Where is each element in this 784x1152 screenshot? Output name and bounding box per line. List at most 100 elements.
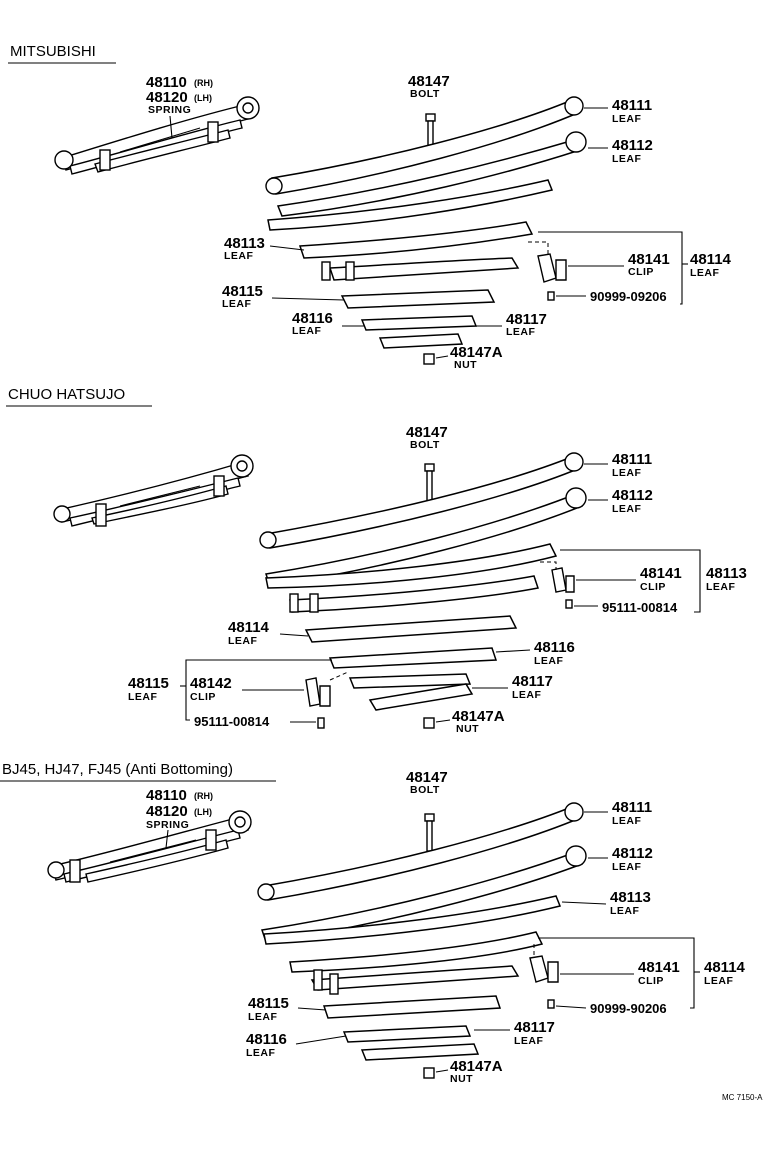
spring-lh-side: (LH) — [194, 93, 212, 103]
leaf-48115-label: LEAF — [128, 691, 158, 703]
leaf-48113-number: 48113 — [610, 889, 651, 906]
section-title: MITSUBISHI — [10, 43, 96, 60]
leaf-48115-label: LEAF — [222, 298, 252, 310]
bolt-number: 48147 — [406, 769, 448, 786]
leaf-48111-number: 48111 — [612, 799, 652, 816]
section-mitsubishi: MITSUBISHI 48110 (RH) 48120 (LH) SPRING … — [8, 43, 732, 371]
leaf-48114-label: LEAF — [704, 975, 734, 987]
leaf-stack-image — [259, 452, 587, 729]
bolt-label: BOLT — [410, 784, 440, 796]
leaf-48113-number: 48113 — [706, 565, 747, 582]
leaf-48113-label: LEAF — [610, 905, 640, 917]
leader — [435, 1069, 449, 1073]
leader — [435, 719, 451, 723]
rivet-upper-number: 95111-00814 — [602, 600, 678, 615]
bolt-number: 48147 — [408, 73, 450, 90]
leaf-48111-label: LEAF — [612, 815, 642, 827]
clip-upper-label: CLIP — [640, 581, 666, 593]
rivet-number: 90999-09206 — [590, 289, 667, 304]
nut-number: 48147A — [450, 344, 503, 361]
leaf-48116-number: 48116 — [292, 310, 333, 327]
leader — [495, 649, 531, 653]
leaf-48114-number: 48114 — [228, 619, 270, 636]
leaf-48117-number: 48117 — [512, 673, 553, 690]
leaf-48116-label: LEAF — [246, 1047, 276, 1059]
spring-rh-number: 48110 — [146, 787, 187, 804]
leaf-48111-label: LEAF — [612, 113, 642, 125]
leaf-48111-number: 48111 — [612, 97, 652, 114]
spring-rh-side: (RH) — [194, 791, 213, 801]
bolt-number: 48147 — [406, 424, 448, 441]
spring-label: SPRING — [146, 819, 189, 831]
leaf-48113-label: LEAF — [224, 250, 254, 262]
clip-label: CLIP — [628, 266, 654, 278]
nut-label: NUT — [456, 723, 479, 735]
spring-assembly-image — [54, 96, 260, 175]
spring-lh-number: 48120 — [146, 89, 188, 106]
clip-lower-label: CLIP — [190, 691, 216, 703]
bolt-label: BOLT — [410, 439, 440, 451]
clip-label: CLIP — [638, 975, 664, 987]
leaf-48112-label: LEAF — [612, 153, 642, 165]
leader — [279, 633, 309, 637]
nut-number: 48147A — [450, 1058, 503, 1075]
leader — [561, 901, 607, 905]
leaf-48114-number: 48114 — [704, 959, 746, 976]
leaf-48117-label: LEAF — [506, 326, 536, 338]
section-anti-bottoming: BJ45, HJ47, FJ45 (Anti Bottoming) 48110 … — [0, 761, 746, 1085]
section-chuo-hatsujo: CHUO HATSUJO 48147 BOLT — [6, 386, 747, 735]
spring-lh-side: (LH) — [194, 807, 212, 817]
leaf-48112-number: 48112 — [612, 845, 653, 862]
leaf-48115-number: 48115 — [222, 283, 263, 300]
rivet-lower-number: 95111-00814 — [194, 714, 270, 729]
leaf-48112-number: 48112 — [612, 137, 653, 154]
leaf-stack-image — [265, 96, 587, 365]
rivet-number: 90999-90206 — [590, 1001, 667, 1016]
leader — [269, 245, 305, 251]
bolt-image — [424, 463, 435, 504]
leaf-48116-label: LEAF — [534, 655, 564, 667]
section-title: CHUO HATSUJO — [8, 386, 125, 403]
bolt-image — [424, 813, 435, 852]
leaf-48116-number: 48116 — [534, 639, 575, 656]
spring-label: SPRING — [148, 104, 191, 116]
leaf-48115-label: LEAF — [248, 1011, 278, 1023]
leaf-48114-number: 48114 — [690, 251, 732, 268]
leaf-48112-label: LEAF — [612, 503, 642, 515]
section-title: BJ45, HJ47, FJ45 (Anti Bottoming) — [2, 761, 233, 778]
leader — [555, 1005, 587, 1009]
bracket-line — [538, 231, 683, 305]
nut-label: NUT — [450, 1073, 473, 1085]
leaf-48111-label: LEAF — [612, 467, 642, 479]
clip-lower-number: 48142 — [190, 675, 232, 692]
clip-number: 48141 — [628, 251, 670, 268]
clip-number: 48141 — [638, 959, 680, 976]
bracket-line — [185, 659, 332, 721]
spring-rh-side: (RH) — [194, 78, 213, 88]
leader — [295, 1035, 347, 1045]
leaf-48114-label: LEAF — [690, 267, 720, 279]
clip-upper-image — [540, 561, 575, 609]
leaf-48115-number: 48115 — [128, 675, 169, 692]
nut-label: NUT — [454, 359, 477, 371]
nut-number: 48147A — [452, 708, 505, 725]
spring-assembly-image — [53, 454, 254, 527]
leaf-48116-label: LEAF — [292, 325, 322, 337]
leader — [297, 1007, 327, 1011]
leaf-48117-number: 48117 — [506, 311, 547, 328]
leader — [169, 115, 173, 139]
leader — [271, 297, 345, 301]
leaf-stack-image — [257, 802, 587, 1079]
clip-image — [528, 241, 567, 301]
leaf-48111-number: 48111 — [612, 451, 652, 468]
leaf-48112-number: 48112 — [612, 487, 653, 504]
leaf-48117-label: LEAF — [512, 689, 542, 701]
spring-assembly-image — [47, 810, 252, 883]
clip-image — [529, 944, 559, 1009]
leaf-48113-number: 48113 — [224, 235, 265, 252]
spring-rh-number: 48110 — [146, 74, 187, 91]
leaf-48117-number: 48117 — [514, 1019, 555, 1036]
footer-code: MC 7150-A — [722, 1093, 763, 1102]
spring-lh-number: 48120 — [146, 803, 188, 820]
